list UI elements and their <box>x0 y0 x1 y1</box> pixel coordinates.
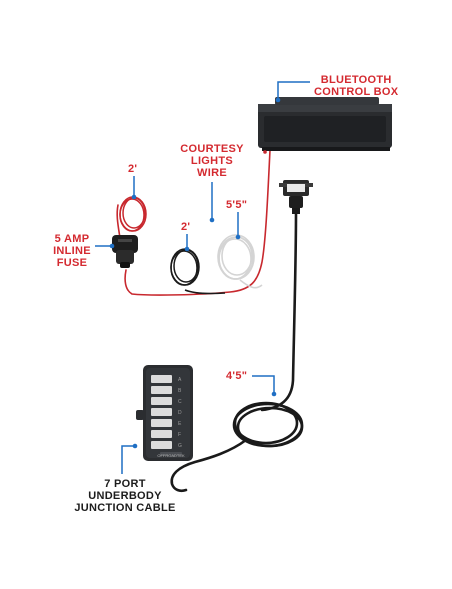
port-letter: G <box>178 443 182 449</box>
junction-box-icon <box>136 365 193 461</box>
port-letters: A B C D E F G <box>178 377 182 449</box>
courtesy-label-line: COURTESY <box>180 143 244 155</box>
bluetooth-control-box-icon <box>258 97 392 154</box>
port-letter: A <box>178 377 182 383</box>
main-cable <box>170 210 304 493</box>
callout-lines <box>95 81 310 474</box>
bluetooth-label: BLUETOOTH CONTROL BOX <box>314 74 398 98</box>
black-wire-length: 2' <box>181 221 191 233</box>
red-power-wire <box>116 149 271 296</box>
port-letter: B <box>178 388 182 394</box>
junction-label-line: UNDERBODY <box>88 490 162 502</box>
fuse-label-line: 5 AMP <box>54 233 90 245</box>
black-wire-coil <box>170 248 226 295</box>
main-cable-length: 4'5" <box>226 370 248 382</box>
bluetooth-label-line: CONTROL BOX <box>314 86 399 98</box>
fuse-wire-length: 2' <box>128 163 138 175</box>
port-letter: E <box>178 421 182 427</box>
connector-plug-icon <box>279 180 313 214</box>
fuse-holder-icon <box>112 235 138 268</box>
courtesy-label-line: WIRE <box>197 167 227 179</box>
white-wire-length: 5'5" <box>226 199 248 211</box>
port-letter: F <box>178 432 181 438</box>
port-letter: D <box>178 410 182 416</box>
junction-label-line: JUNCTION CABLE <box>74 502 176 514</box>
fuse-wire-coil <box>119 196 147 232</box>
bluetooth-label-line: BLUETOOTH <box>320 74 392 86</box>
fuse-label: 5 AMP INLINE FUSE <box>50 233 94 269</box>
fuse-label-line: FUSE <box>56 257 88 269</box>
port-letter: C <box>178 399 182 405</box>
junction-label: 7 PORT UNDERBODY JUNCTION CABLE <box>70 478 180 514</box>
fuse-label-line: INLINE <box>53 245 91 257</box>
courtesy-label-line: LIGHTS <box>190 155 234 167</box>
junction-label-line: 7 PORT <box>104 478 146 490</box>
junction-brand: OFFROADTEK <box>157 453 185 458</box>
white-wire-coil <box>217 234 263 289</box>
courtesy-label: COURTESY LIGHTS WIRE <box>172 143 252 179</box>
